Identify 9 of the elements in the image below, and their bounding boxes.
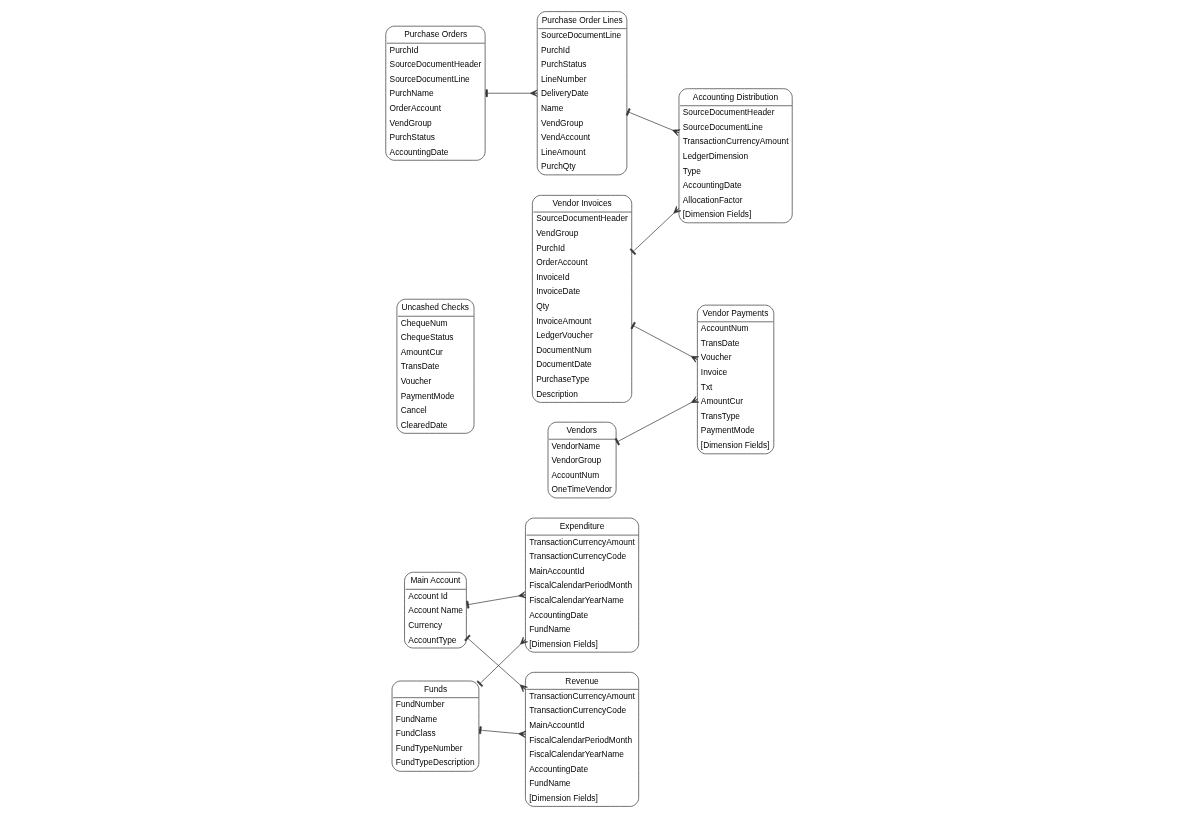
connector — [465, 591, 526, 609]
connector — [463, 634, 528, 693]
connector — [484, 89, 537, 98]
connector — [476, 636, 528, 687]
connector — [629, 205, 681, 255]
connector — [614, 396, 699, 446]
connector — [625, 108, 680, 136]
connector — [630, 321, 699, 363]
connector — [478, 726, 526, 738]
